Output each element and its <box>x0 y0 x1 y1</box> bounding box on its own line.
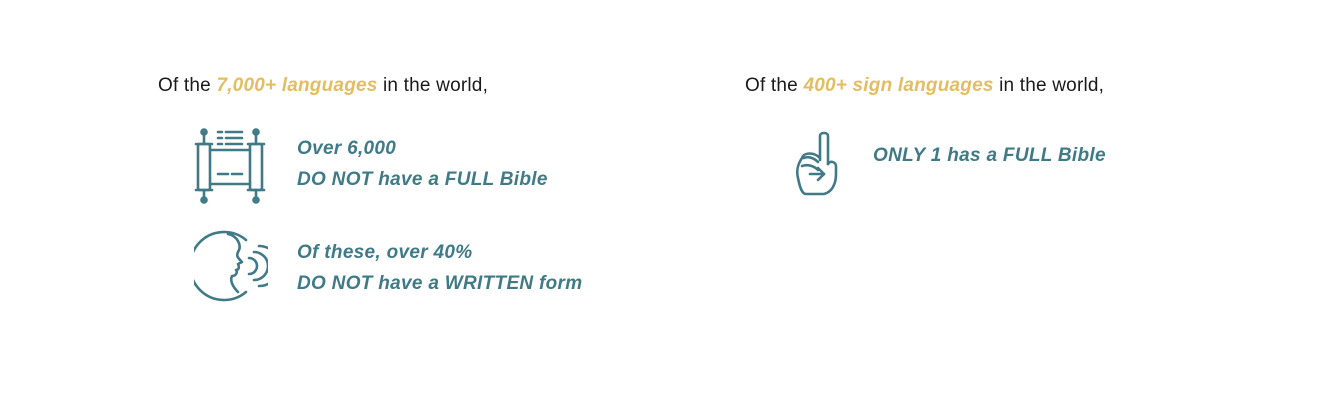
stat-sign-full-bible: ONLY 1 has a FULL Bible <box>873 140 1106 171</box>
speaking-head-icon <box>194 230 268 302</box>
left-intro: Of the 7,000+ languages in the world, <box>158 75 488 97</box>
left-intro-before: Of the <box>158 75 217 96</box>
left-intro-after: in the world, <box>377 75 489 96</box>
right-intro-after: in the world, <box>993 75 1105 96</box>
stat-written-form: Of these, over 40% DO NOT have a WRITTEN… <box>297 237 582 299</box>
stat-line: Of these, over 40% <box>297 242 473 263</box>
right-intro: Of the 400+ sign languages in the world, <box>745 75 1104 97</box>
scroll-icon <box>194 128 266 204</box>
stat-line: ONLY 1 has a FULL Bible <box>873 145 1106 166</box>
right-intro-before: Of the <box>745 75 804 96</box>
pointing-hand-icon <box>794 130 842 198</box>
right-intro-highlight: 400+ sign languages <box>803 75 994 96</box>
stat-line: DO NOT have a WRITTEN form <box>297 273 583 294</box>
stat-full-bible: Over 6,000 DO NOT have a FULL Bible <box>297 133 548 195</box>
stat-line: DO NOT have a FULL Bible <box>297 169 548 190</box>
left-intro-highlight: 7,000+ languages <box>216 75 378 96</box>
stat-line: Over 6,000 <box>297 138 397 159</box>
